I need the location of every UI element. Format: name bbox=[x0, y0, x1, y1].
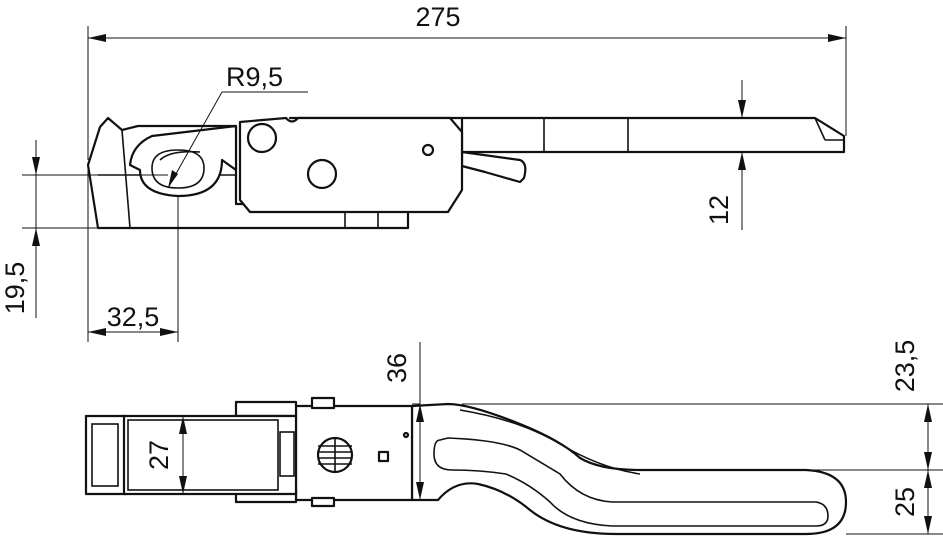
dim-handle-offset: 23,5 bbox=[890, 340, 920, 393]
dim-housing-width: 27 bbox=[144, 440, 174, 470]
dim-radius: R9,5 bbox=[226, 62, 283, 92]
top-view: 36 27 23,5 25 bbox=[84, 340, 943, 536]
side-main-body bbox=[238, 116, 464, 214]
top-jaw-block bbox=[122, 414, 298, 496]
top-handle bbox=[410, 402, 848, 536]
side-pivot-hole-large bbox=[246, 122, 278, 154]
top-rivet-top-right bbox=[310, 396, 336, 410]
side-view: 275 R9,5 12 19,5 32,5 bbox=[0, 2, 847, 342]
dim-bottom-width: 36 bbox=[382, 353, 412, 383]
top-square-pin bbox=[377, 450, 390, 463]
top-main-housing bbox=[294, 404, 414, 502]
dim-hook-height: 19,5 bbox=[0, 262, 30, 315]
top-rivet-top-left bbox=[234, 400, 298, 418]
dim-lever-height: 12 bbox=[704, 195, 734, 225]
dim-handle-width: 25 bbox=[890, 487, 920, 517]
side-pivot-hole-mid bbox=[306, 158, 338, 190]
side-pin bbox=[421, 143, 435, 157]
side-release-tab bbox=[460, 150, 527, 184]
top-rivet-bottom-right bbox=[310, 496, 336, 508]
dim-hook-offset: 32,5 bbox=[107, 302, 160, 332]
dim-overall-length: 275 bbox=[415, 2, 460, 32]
top-small-hole bbox=[402, 431, 410, 439]
